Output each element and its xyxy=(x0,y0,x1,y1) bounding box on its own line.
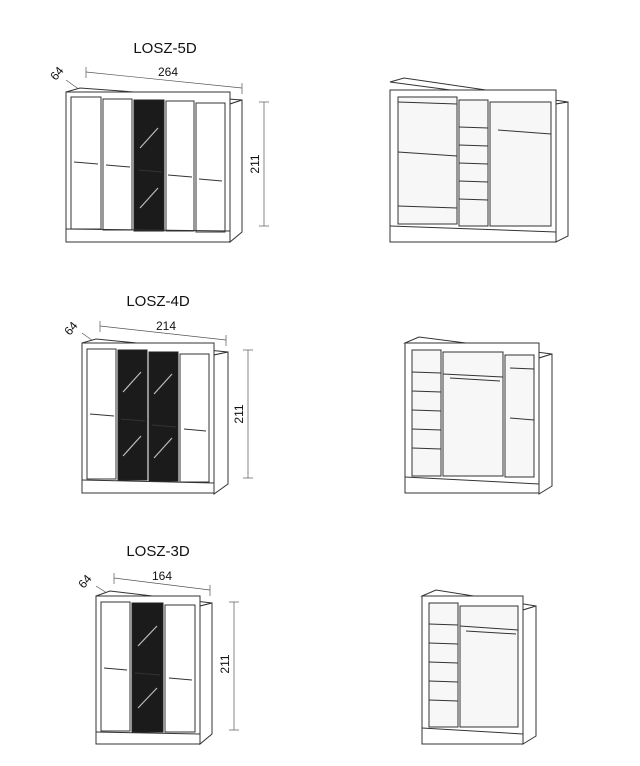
width-dimension-3d: 164 xyxy=(113,569,211,596)
width-dimension-4d: 214 xyxy=(99,319,227,346)
height-dimension-4d: 211 xyxy=(232,349,253,479)
door-5d-4 xyxy=(165,100,195,232)
height-label-3d: 211 xyxy=(218,654,232,673)
wardrobe-3d-group: LOSZ-3D 164 64 211 xyxy=(75,543,537,746)
depth-dimension-4d: 64 xyxy=(61,319,97,344)
model-title-4d: LOSZ-4D xyxy=(126,293,190,310)
wardrobe-front-5d xyxy=(65,87,243,244)
depth-dimension-3d: 64 xyxy=(75,572,111,596)
width-label-3d: 164 xyxy=(152,569,172,583)
mirror-door-4d-1 xyxy=(117,349,148,481)
mirror-door-3d xyxy=(131,602,164,733)
width-label-5d: 264 xyxy=(158,65,178,79)
mirror-door-4d-2 xyxy=(148,351,179,482)
wardrobe-4d-group: LOSZ-4D 214 64 211 xyxy=(61,293,553,495)
door-4d-4 xyxy=(179,353,210,483)
wardrobe-interior-4d xyxy=(403,336,553,495)
wardrobe-5d-group: LOSZ-5D 264 64 211 xyxy=(47,40,569,244)
wardrobe-interior-5d xyxy=(389,77,569,243)
height-dimension-5d: 211 xyxy=(248,101,269,227)
wardrobe-front-4d xyxy=(81,338,229,495)
height-label-4d: 211 xyxy=(232,404,246,423)
height-dimension-3d: 211 xyxy=(218,601,239,731)
width-label-4d: 214 xyxy=(156,319,176,333)
depth-label-3d: 64 xyxy=(75,572,95,591)
wardrobe-interior-3d xyxy=(420,589,537,745)
depth-dimension-5d: 64 xyxy=(47,64,81,91)
door-5d-5 xyxy=(195,102,226,233)
door-3d-3 xyxy=(164,604,196,733)
door-3d-1 xyxy=(100,601,131,732)
height-label-5d: 211 xyxy=(248,154,262,173)
depth-label-5d: 64 xyxy=(47,64,67,83)
mirror-door-5d xyxy=(133,99,165,232)
door-5d-2 xyxy=(102,98,133,231)
model-title-3d: LOSZ-3D xyxy=(126,543,190,560)
model-title-5d: LOSZ-5D xyxy=(133,40,197,57)
wardrobe-front-3d xyxy=(95,590,213,746)
depth-label-4d: 64 xyxy=(61,319,81,338)
width-dimension-5d: 264 xyxy=(85,65,243,94)
